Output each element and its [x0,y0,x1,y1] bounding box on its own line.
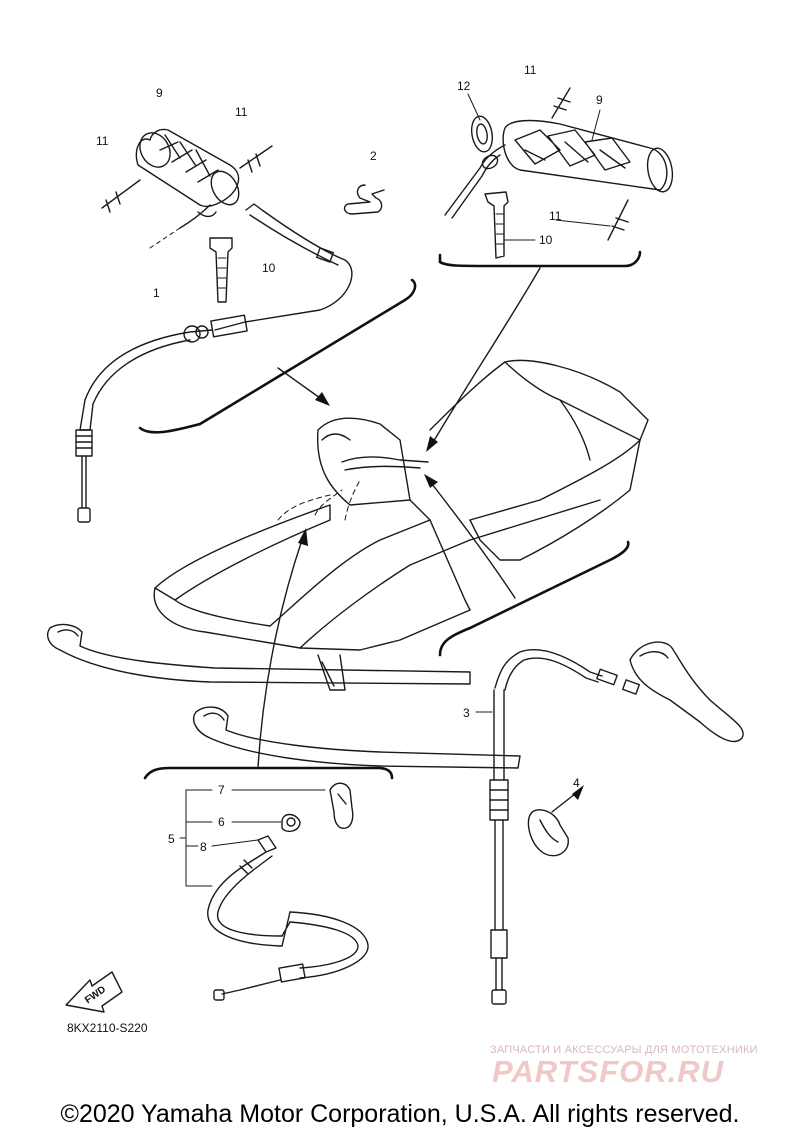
callout-11-d: 11 [549,209,562,223]
callout-6: 6 [218,815,225,829]
callout-3: 3 [463,706,470,720]
callout-5: 5 [168,832,175,846]
callout-8: 8 [200,840,207,854]
callout-10-right: 10 [539,233,553,247]
detail-frames [138,250,642,780]
callout-11-b: 11 [235,105,248,119]
callout-4: 4 [573,776,580,790]
callout-9-right: 9 [596,93,603,107]
right-grip-assembly [444,87,674,259]
callout-1: 1 [153,286,160,300]
copyright-text: ©2020 Yamaha Motor Corporation, U.S.A. A… [60,1100,740,1128]
left-grip-assembly [75,128,385,523]
callout-2: 2 [370,149,377,163]
watermark-subtitle: ЗАПЧАСТИ И АКСЕССУАРЫ ДЛЯ МОТОТЕХНИКИ [490,1044,758,1056]
callout-12: 12 [457,79,471,93]
snowmobile-illustration [47,359,649,769]
callout-11-a: 11 [96,134,109,148]
callout-10-left: 10 [262,261,276,275]
part-callouts: 1 2 3 4 5 6 7 8 9 9 10 10 11 11 11 11 12… [67,63,603,1035]
brake-cable-assembly [475,641,744,1005]
callout-9-left: 9 [156,86,163,100]
callout-11-c: 11 [524,63,537,77]
choke-cable-assembly [65,782,369,1013]
diagram-code: 8KX2110-S220 [67,1021,148,1035]
fwd-label: FWD [83,984,108,1006]
callout-7: 7 [218,783,225,797]
leader-lines [257,267,541,769]
watermark-logo: PARTSFOR.RU [492,1054,725,1089]
